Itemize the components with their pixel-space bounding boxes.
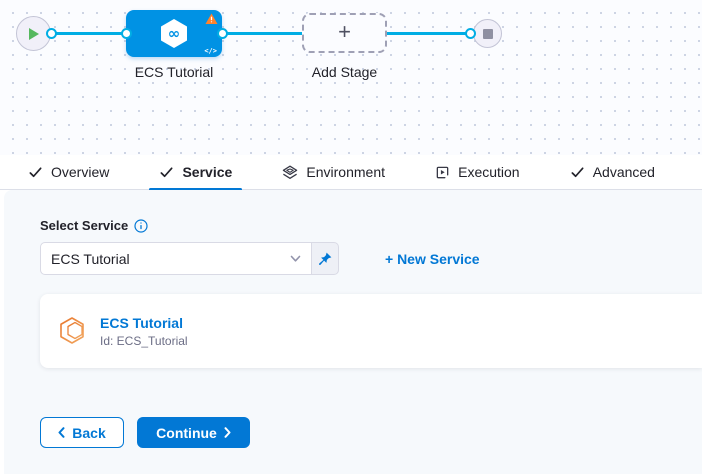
service-select-row: ECS Tutorial + New Service bbox=[40, 242, 702, 275]
new-service-link[interactable]: + New Service bbox=[385, 250, 480, 267]
plus-icon: + bbox=[338, 19, 351, 44]
edge-stage-to-addstage bbox=[222, 32, 303, 35]
pipeline-end-node bbox=[473, 19, 502, 48]
chevron-right-icon bbox=[224, 427, 231, 438]
service-card[interactable]: ECS Tutorial Id: ECS_Tutorial bbox=[40, 294, 702, 368]
check-icon bbox=[160, 166, 173, 177]
pin-icon bbox=[319, 252, 332, 265]
tab-service[interactable]: Service bbox=[149, 155, 243, 191]
select-service-label-row: Select Service bbox=[40, 190, 702, 233]
pin-button[interactable] bbox=[312, 242, 339, 275]
service-select-value: ECS Tutorial bbox=[51, 250, 130, 267]
continue-button-label: Continue bbox=[156, 424, 217, 441]
stage-node-label: ECS Tutorial bbox=[134, 64, 214, 80]
tab-label: Service bbox=[182, 164, 233, 180]
pipeline-start-node bbox=[16, 16, 51, 51]
stop-icon bbox=[482, 28, 493, 39]
tab-execution[interactable]: Execution bbox=[425, 155, 529, 190]
service-card-text: ECS Tutorial Id: ECS_Tutorial bbox=[100, 315, 188, 348]
start-node-port bbox=[46, 28, 57, 39]
service-card-id: Id: ECS_Tutorial bbox=[100, 333, 188, 348]
select-service-label: Select Service bbox=[40, 218, 129, 233]
harness-cd-icon: ∞ bbox=[161, 19, 187, 48]
add-stage-button[interactable]: + bbox=[302, 13, 387, 53]
service-hexagon-icon bbox=[60, 317, 84, 344]
play-icon bbox=[29, 27, 39, 40]
service-select-dropdown[interactable]: ECS Tutorial bbox=[40, 242, 312, 275]
chevron-left-icon bbox=[58, 427, 65, 438]
tab-advanced[interactable]: Advanced bbox=[560, 155, 665, 190]
stage-tabbar: Overview Service Environment Execution A… bbox=[0, 155, 702, 191]
code-icon[interactable]: </> bbox=[204, 47, 217, 55]
execution-icon bbox=[436, 166, 449, 178]
stage-left-port bbox=[121, 28, 132, 39]
check-icon bbox=[571, 166, 584, 177]
tab-label: Advanced bbox=[592, 164, 655, 180]
svg-text:∞: ∞ bbox=[168, 25, 181, 43]
tab-overview[interactable]: Overview bbox=[18, 155, 119, 190]
info-icon[interactable] bbox=[134, 218, 148, 233]
warning-icon bbox=[205, 13, 218, 24]
back-button[interactable]: Back bbox=[40, 417, 124, 448]
tab-label: Overview bbox=[51, 164, 110, 180]
chevron-down-icon bbox=[290, 255, 301, 262]
edge-start-to-stage bbox=[51, 32, 127, 35]
footer-buttons: Back Continue bbox=[40, 417, 702, 448]
tab-label: Execution bbox=[458, 164, 520, 180]
layers-icon bbox=[283, 165, 298, 179]
tab-environment[interactable]: Environment bbox=[272, 155, 395, 190]
service-card-title: ECS Tutorial bbox=[100, 314, 183, 331]
end-node-port bbox=[465, 28, 476, 39]
service-tab-panel: Select Service ECS Tutorial + New Servic… bbox=[4, 190, 702, 474]
tab-label: Environment bbox=[306, 164, 385, 180]
stage-node-ecs-tutorial[interactable]: ∞ </> bbox=[126, 10, 222, 57]
edge-addstage-to-end bbox=[387, 32, 471, 35]
check-icon bbox=[29, 166, 42, 177]
stage-right-port bbox=[217, 28, 228, 39]
pipeline-canvas: ∞ </> ECS Tutorial + Add Stage bbox=[0, 0, 702, 155]
add-stage-label: Add Stage bbox=[311, 64, 378, 80]
continue-button[interactable]: Continue bbox=[137, 417, 250, 448]
back-button-label: Back bbox=[72, 424, 106, 441]
